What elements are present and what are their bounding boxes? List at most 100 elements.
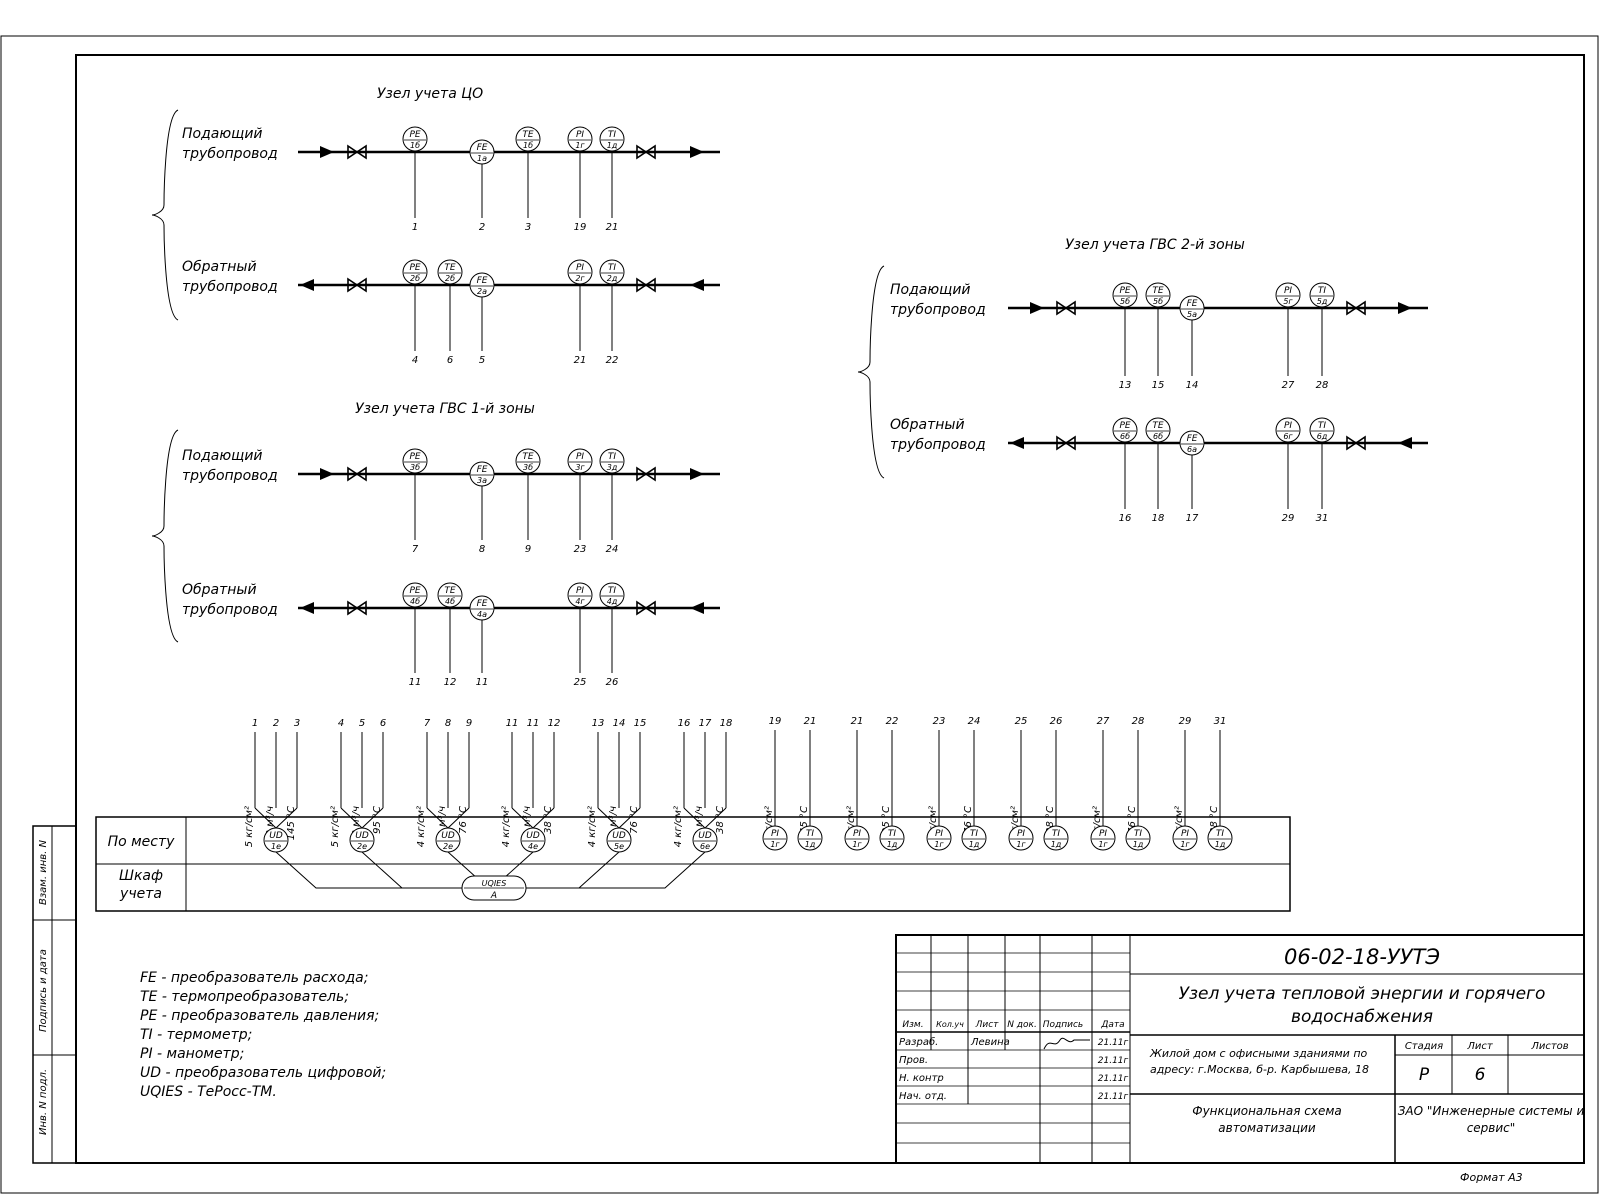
valve-icon [347, 277, 367, 293]
line-number: 8 [479, 544, 485, 555]
legend-item: PE - преобразователь давления; [140, 1008, 379, 1024]
legend-item: UQIES - ТеРосс-ТМ. [140, 1084, 277, 1100]
pipe-label: трубопровод [890, 437, 986, 453]
instrument-index: 6г [1283, 432, 1293, 441]
instrument-tag: TI [1134, 829, 1142, 839]
instrument-tag: TI [608, 586, 616, 596]
param-label: 95 °С [881, 806, 892, 834]
instrument-circle [567, 126, 593, 152]
param-label: 145 °С [799, 806, 810, 840]
line-number: 3 [525, 222, 531, 233]
doc-code: 06-02-18-УУТЭ [1284, 945, 1440, 969]
line-number: 23 [933, 716, 946, 727]
line-number: 13 [592, 718, 605, 729]
instrument-tag: PE [1119, 286, 1130, 296]
pipe-label: трубопровод [890, 302, 986, 318]
instrument-circle [402, 582, 428, 608]
instrument-tag: TI [806, 829, 814, 839]
instrument-tag: FE [477, 599, 488, 609]
instrument-circle [879, 825, 905, 851]
instrument-tag: TE [1152, 286, 1163, 296]
instrument-index: 1г [770, 840, 780, 849]
instrument-tag: TI [1216, 829, 1224, 839]
flow-arrow-icon [690, 468, 704, 480]
line-number: 9 [525, 544, 531, 555]
diagram-title: Узел учета ЦО [377, 86, 483, 102]
instrument-tag: PI [576, 586, 584, 596]
line-number: 19 [574, 222, 587, 233]
param-label: 4 кг/см² [501, 806, 512, 847]
supply-pipeline: ПодающийтрубопроводPE1б1FE1а2TE1б3PI1г19… [182, 126, 720, 233]
instrument-index: 4е [528, 842, 538, 851]
instrument-circle [1112, 417, 1138, 443]
instrument-index: 2б [445, 274, 455, 283]
instrument-index: 3б [410, 463, 420, 472]
stamp-inv-original: Инв. N подл. [38, 1069, 49, 1135]
company-line1: ЗАО "Инженерные системы и [1398, 1104, 1585, 1118]
instrument-index: 1г [852, 840, 862, 849]
pipe-label: Обратный [182, 582, 257, 598]
instrument-tag: PE [409, 130, 420, 140]
line-number: 29 [1179, 716, 1192, 727]
param-label: 38 °С [715, 806, 726, 834]
role-norm-control: Н. контр [899, 1073, 944, 1084]
role-developer: Разраб. [899, 1036, 938, 1048]
instrument-tag: PI [771, 829, 779, 839]
instrument-index: 3б [523, 463, 533, 472]
instrument-tag: PI [1284, 286, 1292, 296]
instrument-index: 6а [1187, 445, 1197, 454]
line-number: 22 [606, 355, 619, 366]
line-number: 2 [479, 222, 485, 233]
valve-icon [1056, 435, 1076, 451]
instrument-circle [1112, 282, 1138, 308]
sheet-header: Лист [1466, 1041, 1494, 1052]
legend-item: TI - термометр; [140, 1027, 252, 1043]
instrument-tag: PE [409, 586, 420, 596]
instrument-circle [599, 582, 625, 608]
instrument-circle [926, 825, 952, 851]
instrument-circle [1008, 825, 1034, 851]
pipe-label: трубопровод [182, 279, 278, 295]
instrument-tag: UD [698, 831, 712, 841]
instrument-circle [1275, 417, 1301, 443]
instrument-circle [469, 461, 495, 487]
instrument-circle [402, 126, 428, 152]
line-number: 3 [294, 718, 300, 729]
instrument-circle [1172, 825, 1198, 851]
flow-arrow-icon [690, 279, 704, 291]
instrument-tag: TE [522, 452, 533, 462]
date-head: 21.11г [1098, 1092, 1129, 1102]
instrument-tag: FE [1187, 299, 1198, 309]
instrument-circle [1309, 417, 1335, 443]
stamp-replace-inv: Взам. инв. N [38, 840, 49, 905]
instrument-tag: PE [409, 452, 420, 462]
instrument-index: 1б [410, 141, 420, 150]
instrument-circle [567, 259, 593, 285]
instrument-index: 5е [614, 842, 624, 851]
line-number: 4 [338, 718, 344, 729]
developer-signature [1043, 1037, 1090, 1050]
stage-header: Стадия [1405, 1041, 1443, 1052]
object-line2: адресу: г.Москва, б-р. Карбышева, 18 [1150, 1063, 1369, 1076]
instrument-tag: PI [935, 829, 943, 839]
param-label: 31 м³/ч [437, 806, 448, 843]
uqies-name: UQIES [482, 879, 507, 888]
param-label: 76 °С [458, 806, 469, 834]
supply-pipeline: ПодающийтрубопроводPE5б13TE5б15FE5а14PI5… [890, 282, 1428, 391]
instrument-index: 1е [271, 842, 281, 851]
line-number: 16 [1119, 513, 1132, 524]
instrument-tag: TI [888, 829, 896, 839]
